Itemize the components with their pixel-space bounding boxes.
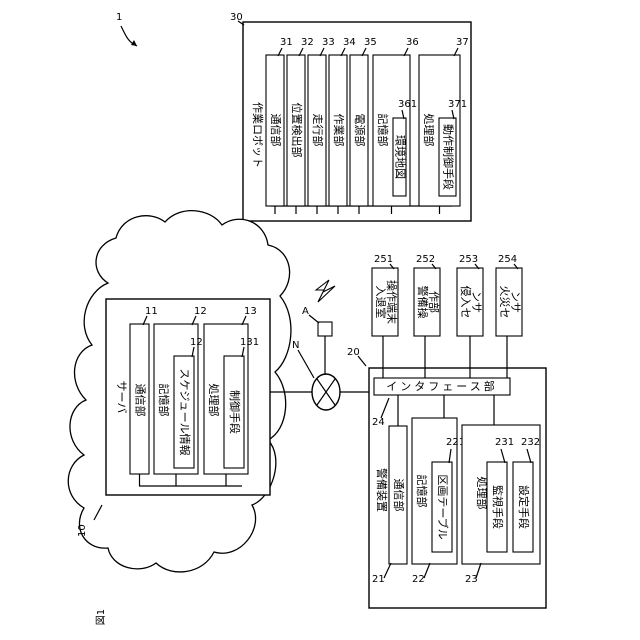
peripheral-ref-252: 252 xyxy=(416,254,435,265)
robot-unit-ref-32: 32 xyxy=(301,37,314,48)
interface-label: インタフェース部 xyxy=(386,379,497,393)
sec-unit-ref-23: 23 xyxy=(465,574,478,585)
robot-sub-label-371: 動作制御手段 xyxy=(442,124,456,190)
server-block: 10 サーバ 11通信部12記憶部スケジュール情報12113処理部制御手段131 xyxy=(68,211,291,572)
wireless-icon xyxy=(316,280,335,302)
server-unit-label-11: 通信部 xyxy=(134,384,148,417)
peripheral-label-254-b: ンサ xyxy=(509,291,522,313)
robot-unit-label-32: 位置検出部 xyxy=(290,103,304,158)
server-unit-label-13: 処理部 xyxy=(207,384,221,417)
robot-ref: 30 xyxy=(230,12,243,23)
robot-title: 作業ロボット xyxy=(251,102,264,168)
server-ref: 10 xyxy=(77,524,88,537)
sec-sub-ref-232: 232 xyxy=(521,437,540,448)
robot-unit-label-37: 処理部 xyxy=(422,114,436,147)
peripheral-label-253-b: ンサ xyxy=(470,291,483,313)
sec-sub-ref-231: 231 xyxy=(495,437,514,448)
security-device-title: 警備装置 xyxy=(375,468,389,512)
sec-unit-ref-22: 22 xyxy=(412,574,425,585)
sec-sub-label-232: 設定手段 xyxy=(517,485,531,529)
robot-unit-ref-37: 37 xyxy=(456,37,469,48)
sec-unit-label-22: 記憶部 xyxy=(415,475,429,508)
server-unit-label-12: 記憶部 xyxy=(157,384,171,417)
server-unit-ref-12: 12 xyxy=(194,306,207,317)
robot-unit-ref-36: 36 xyxy=(406,37,419,48)
peripheral-label-252-b: 作部 xyxy=(427,291,441,313)
server-title: サーバ xyxy=(115,381,128,414)
robot-unit-label-36: 記憶部 xyxy=(376,114,390,147)
server-unit-ref-11: 11 xyxy=(145,306,158,317)
server-sub-label-121: スケジュール情報 xyxy=(178,368,191,455)
antenna-ref: A xyxy=(302,306,309,317)
sec-unit-ref-21: 21 xyxy=(372,574,385,585)
sec-sub-label-221: 区画テーブル xyxy=(436,474,450,539)
figure-label: 図1 xyxy=(95,609,107,625)
robot-block: 30 作業ロボット 31 通信部 32 位置検出部 33 走行部 34 作業部 35 電源部 36 記… xyxy=(230,12,471,221)
peripheral-ref-254: 254 xyxy=(498,254,517,265)
system-ref: 1 xyxy=(116,12,122,23)
robot-sub-label-361: 環境地図 xyxy=(394,135,408,179)
robot-unit-label-31: 通信部 xyxy=(269,114,283,147)
robot-unit-label-34: 作業部 xyxy=(332,114,346,147)
server-sub-ref-131: 131 xyxy=(240,337,259,348)
server-unit-ref-13: 13 xyxy=(244,306,257,317)
security-device-block: 20 警備装置 インタフェース部 24 251入退室操作端末252警備操作部25… xyxy=(347,254,546,608)
antenna-box xyxy=(318,322,332,336)
robot-unit-ref-33: 33 xyxy=(322,37,335,48)
peripheral-ref-253: 253 xyxy=(459,254,478,265)
server-sub-label-131: 制御手段 xyxy=(228,390,242,434)
robot-unit-label-33: 走行部 xyxy=(311,114,325,147)
sec-unit-label-21: 通信部 xyxy=(392,479,406,512)
robot-unit-ref-34: 34 xyxy=(343,37,356,48)
sec-sub-label-231: 監視手段 xyxy=(491,485,505,529)
peripheral-label-251-b: 操作端末 xyxy=(385,280,399,324)
robot-sub-ref-371: 371 xyxy=(448,99,467,110)
peripheral-ref-251: 251 xyxy=(374,254,393,265)
interface-ref: 24 xyxy=(372,417,385,428)
robot-unit-ref-35: 35 xyxy=(364,37,377,48)
network-ref: N xyxy=(292,340,299,351)
robot-unit-ref-31: 31 xyxy=(280,37,293,48)
robot-sub-ref-361: 361 xyxy=(398,99,417,110)
robot-unit-label-35: 電源部 xyxy=(353,114,367,147)
